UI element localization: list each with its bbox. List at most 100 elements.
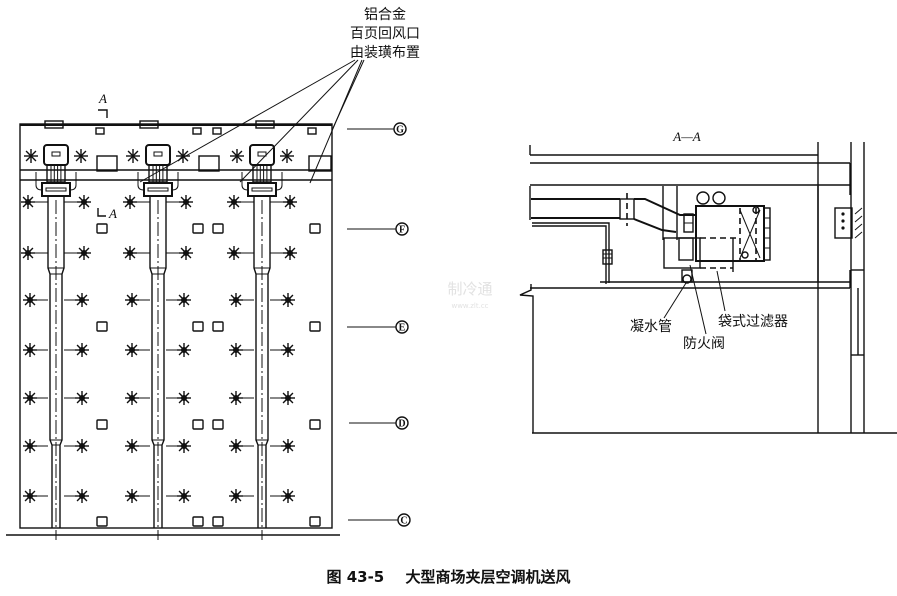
return-vent-icon (96, 321, 108, 332)
supply-diffusers (21, 149, 297, 503)
diffuser-icon (23, 439, 37, 453)
label-fire-damper: 防火阀 (683, 336, 725, 352)
diffuser-icon (125, 293, 139, 307)
label-bag-filter: 袋式过滤器 (718, 314, 788, 330)
return-vent-icon (96, 419, 108, 430)
return-vents (96, 223, 321, 527)
diffuser-icon (281, 343, 295, 357)
diffuser-icon (229, 391, 243, 405)
diffuser-icon (125, 391, 139, 405)
diffuser-icon (125, 439, 139, 453)
control-panel (834, 207, 853, 239)
diffuser-icon (177, 343, 191, 357)
callout-line-1: 铝合金 (364, 7, 406, 23)
axis-G: G (347, 122, 407, 136)
section-title: A—A (672, 129, 701, 144)
diffuser-icon (21, 246, 35, 260)
return-vent-icon (96, 516, 108, 527)
figure-title: 大型商场夹层空调机送风 (405, 568, 571, 586)
axis-F: F (347, 222, 409, 236)
return-vent-icon (96, 223, 108, 234)
diffuser-icon (176, 149, 190, 163)
plan-outline (19, 123, 333, 529)
axis-label-C: C (400, 516, 407, 527)
diffuser-icon (281, 293, 295, 307)
diffuser-icon (75, 489, 89, 503)
section-mark-bottom: A (108, 206, 117, 221)
return-air-grilles (96, 155, 332, 172)
diffuser-icon (23, 293, 37, 307)
diffuser-icon (283, 195, 297, 209)
return-vent-icon (309, 419, 321, 430)
diffuser-icon (179, 246, 193, 260)
top-rail-diffusers (44, 120, 317, 135)
return-vent-icon (192, 223, 204, 234)
diffuser-icon (229, 489, 243, 503)
diffuser-icon (75, 293, 89, 307)
axis-D: D (349, 416, 409, 430)
diffuser-icon (123, 195, 137, 209)
diffuser-icon (177, 489, 191, 503)
diffuser-icon (177, 391, 191, 405)
diffuser-icon (24, 149, 38, 163)
diffuser-icon (77, 195, 91, 209)
section-mark-top: A (98, 91, 107, 106)
axis-label-E: E (399, 323, 406, 334)
diffuser-icon (75, 391, 89, 405)
figure-number: 图 43-5 (326, 568, 385, 586)
diffuser-icon (23, 343, 37, 357)
return-vent-icon (212, 321, 224, 332)
diffuser-icon (123, 246, 137, 260)
supply-duct (149, 196, 155, 528)
watermark: 制冷通 www.zlt.cc (447, 280, 492, 310)
ahu-units (35, 144, 283, 540)
diffuser-icon (77, 246, 91, 260)
return-vent-icon (212, 419, 224, 430)
diffuser-icon (283, 246, 297, 260)
diffuser-icon (229, 343, 243, 357)
ahu-unit (35, 144, 77, 540)
diffuser-icon (281, 489, 295, 503)
return-vent-icon (192, 516, 204, 527)
axis-label-G: G (396, 125, 404, 136)
diffuser-icon (227, 195, 241, 209)
figure-caption: 图 43-5 大型商场夹层空调机送风 (0, 566, 897, 587)
return-vent-icon (309, 223, 321, 234)
axis-E: E (347, 320, 409, 334)
watermark-url: www.zlt.cc (451, 302, 488, 310)
return-vent-icon (212, 516, 224, 527)
label-condensate-pipe: 凝水管 (630, 319, 672, 335)
return-vent-icon (309, 516, 321, 527)
axis-label-F: F (399, 225, 405, 236)
diffuser-icon (125, 343, 139, 357)
callout-line-2: 百页回风口 (350, 26, 420, 42)
axis-C: C (348, 513, 411, 527)
diffuser-icon (229, 439, 243, 453)
diffuser-icon (179, 195, 193, 209)
return-vent-icon (192, 321, 204, 332)
callout-leaders (139, 59, 365, 184)
diffuser-icon (21, 195, 35, 209)
diffuser-icon (126, 149, 140, 163)
return-vent-icon (212, 223, 224, 234)
watermark-text: 制冷通 (447, 280, 492, 298)
section-view: A—A (519, 129, 897, 434)
section-mark-top-symbol (98, 109, 108, 118)
diffuser-icon (75, 343, 89, 357)
diffuser-icon (177, 439, 191, 453)
diffuser-icon (23, 391, 37, 405)
diffuser-icon (227, 246, 241, 260)
diffuser-icon (75, 439, 89, 453)
supply-duct (253, 196, 259, 528)
return-vent-icon (309, 321, 321, 332)
diffuser-icon (280, 149, 294, 163)
diffuser-icon (281, 439, 295, 453)
diffuser-icon (281, 391, 295, 405)
ahu-unit (241, 144, 283, 540)
air-handling-unit (663, 191, 771, 284)
ahu-unit (137, 144, 179, 540)
diffuser-icon (74, 149, 88, 163)
diffuser-icon (23, 489, 37, 503)
diffuser-icon (229, 293, 243, 307)
